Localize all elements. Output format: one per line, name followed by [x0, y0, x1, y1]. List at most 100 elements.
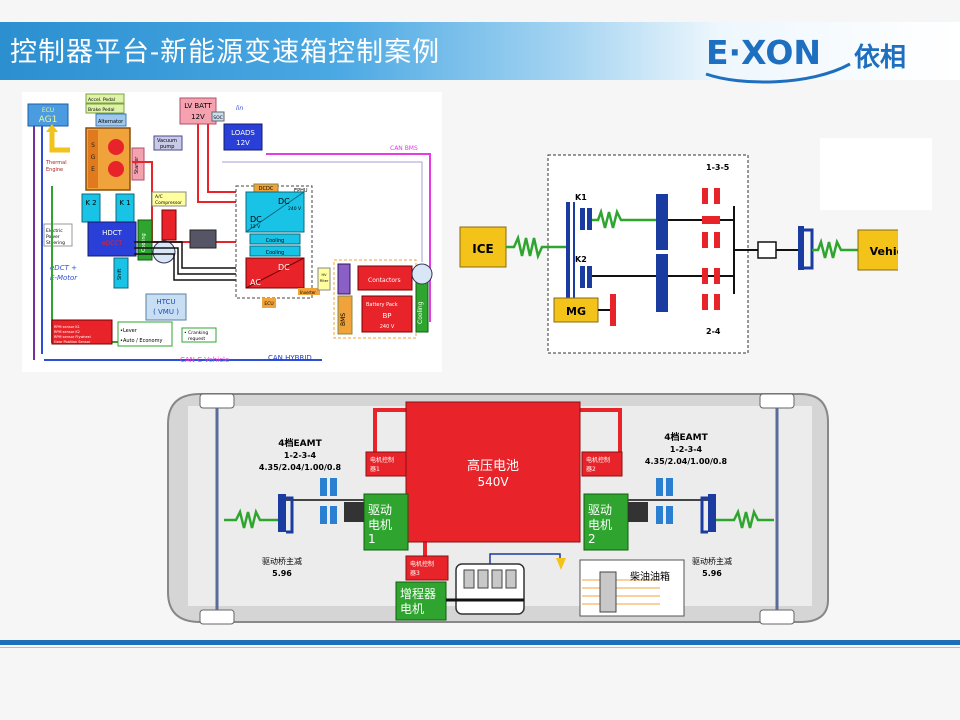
ice-block: ICE — [459, 226, 507, 268]
svg-text:Steering: Steering — [46, 240, 65, 246]
svg-text:Compressor: Compressor — [155, 200, 182, 206]
hv-filter-label: HV — [321, 273, 327, 277]
svg-text:ECU: ECU — [42, 107, 54, 114]
logo-chinese: 依相 — [854, 43, 906, 73]
gears-135-label: 1-3-5 — [706, 163, 730, 172]
ac-compressor-label: A/C — [155, 194, 163, 200]
svg-text:540V: 540V — [477, 475, 509, 489]
svg-text:Vehicle: Vehicle — [870, 245, 898, 258]
svg-text:DCDC: DCDC — [259, 186, 274, 192]
auto-economy-label: •Auto / Economy — [120, 338, 162, 344]
svg-text:EPHU: EPHU — [294, 188, 308, 194]
eamt-right-ratios: 4.35/2.04/1.00/0.8 — [645, 457, 728, 466]
eps-label: Electric — [46, 228, 63, 234]
can-bms-label: CAN BMS — [390, 145, 418, 152]
loads-block: LOADS 12V — [223, 123, 263, 151]
svg-text:ECU: ECU — [264, 301, 273, 307]
starter-label: Starter — [134, 156, 140, 174]
svg-text:增程器: 增程器 — [400, 586, 436, 601]
htcu-block: HTCU ( VMU ) — [145, 293, 187, 321]
svg-text:E-Motor: E-Motor — [50, 274, 78, 282]
svg-text:1: 1 — [368, 532, 376, 546]
svg-text:Cooling: Cooling — [266, 238, 285, 244]
fuel-tank-label: 柴油油箱 — [630, 570, 670, 583]
diesel-fuel-tank: 柴油油箱 — [579, 559, 685, 617]
svg-text:DC: DC — [278, 197, 290, 206]
svg-text:HDCT: HDCT — [102, 229, 123, 237]
svg-text:器1: 器1 — [370, 466, 380, 473]
svg-text:Engine: Engine — [46, 167, 63, 173]
vacuum-pump-label: Vacuum — [157, 138, 177, 144]
k1-label: K1 — [575, 193, 587, 202]
drive-motor-1: 驱动 电机 1 — [363, 493, 409, 551]
can-c-vehicle-label: CAN C Vehicle — [180, 356, 229, 364]
exon-logo: E·XON 依相 — [705, 33, 906, 84]
svg-text:Shift: Shift — [117, 269, 123, 280]
battery-pack: Contactors BMS Battery Pack BP 240 V Coo… — [333, 259, 433, 339]
lv-battery: LV BATT 12V SOC — [179, 97, 225, 125]
svg-text:K 2: K 2 — [85, 199, 96, 207]
svg-text:1-2-3-4: 1-2-3-4 — [284, 451, 317, 460]
svg-text:Cooling: Cooling — [266, 250, 285, 256]
axle-left-label: 驱动桥主减 — [262, 556, 302, 566]
k2-label: K2 — [575, 255, 587, 264]
mg-block: MG — [553, 297, 599, 323]
title-bar — [0, 22, 960, 80]
ecu-ag1-block: ECU AG1 — [27, 103, 69, 127]
hybrid-architecture-diagram: ECU AG1 Accel. Pedal Brake Pedal Alterna… — [22, 92, 442, 372]
svg-text:Contactors: Contactors — [368, 277, 401, 284]
svg-text:电机: 电机 — [400, 602, 424, 616]
ephu-block: DCDC EPHU DC 240 V DC 12 V Cooling Cooli… — [235, 183, 320, 308]
svg-text:request: request — [188, 336, 205, 342]
svg-text:器2: 器2 — [586, 466, 596, 473]
can-hybrid-label: CAN HYBRID — [268, 354, 312, 362]
slide-title: 控制器平台-新能源变速箱控制案例 — [10, 37, 441, 68]
drive-motor-2: 驱动 电机 2 — [583, 493, 629, 551]
svg-text:2: 2 — [588, 532, 596, 546]
svg-text:Gear Position Sensor: Gear Position Sensor — [54, 340, 91, 344]
svg-text:MG: MG — [566, 305, 586, 318]
axle-right-label: 驱动桥主减 — [692, 556, 732, 566]
svg-text:Inverter: Inverter — [300, 290, 316, 295]
svg-text:12V: 12V — [191, 113, 205, 121]
logo-wordmark: E·XON — [706, 33, 821, 72]
svg-text:AC: AC — [250, 278, 261, 287]
svg-text:12 V: 12 V — [250, 224, 261, 230]
edct-block: K 2 K 1 HDCT eDCCT Cooling Shift — [81, 193, 176, 289]
eamt-left-ratios: 4.35/2.04/1.00/0.8 — [259, 463, 342, 472]
footer-rule-thin — [0, 647, 960, 648]
svg-text:5.96: 5.96 — [272, 569, 292, 578]
svg-text:BP: BP — [382, 312, 391, 320]
svg-text:5.96: 5.96 — [702, 569, 722, 578]
range-extender-motor: 增程器 电机 — [395, 581, 447, 621]
thermal-engine-label: Thermal — [45, 160, 67, 166]
svg-text:DC: DC — [250, 215, 262, 224]
powertrain-schematic: ICE K1 K2 MG 1-3-5 2-4 Vehicle — [459, 154, 898, 354]
svg-text:Filter: Filter — [320, 279, 329, 283]
brake-pedal-label: Brake Pedal — [88, 107, 115, 113]
lever-label: •Lever — [120, 328, 138, 334]
svg-text:RPM sensor Flywheel: RPM sensor Flywheel — [54, 335, 91, 339]
svg-text:eDCCT: eDCCT — [102, 240, 123, 247]
motor-controller-1-label: 电机控制 — [370, 456, 394, 464]
svg-text:K 1: K 1 — [119, 199, 130, 207]
svg-text:驱动: 驱动 — [368, 503, 392, 517]
svg-text:LOADS: LOADS — [231, 129, 255, 137]
eamt-right-title: 4档EAMT — [664, 431, 708, 443]
svg-text:pump: pump — [160, 144, 174, 150]
eamt-left-title: 4档EAMT — [278, 437, 322, 449]
cranking-request-label: • Cranking — [184, 330, 208, 336]
svg-text:器3: 器3 — [410, 570, 420, 577]
blank-panel — [820, 138, 932, 210]
svg-text:驱动: 驱动 — [588, 503, 612, 517]
svg-text:LV BATT: LV BATT — [184, 102, 212, 110]
accel-pedal-label: Accel. Pedal — [88, 97, 115, 103]
svg-text:ICE: ICE — [472, 242, 493, 256]
svg-text:AG1: AG1 — [39, 115, 58, 125]
svg-text:DC: DC — [278, 263, 290, 272]
svg-text:E: E — [91, 166, 95, 173]
svg-text:BMS: BMS — [340, 313, 347, 326]
svg-text:高压电池: 高压电池 — [467, 458, 519, 474]
svg-text:( VMU ): ( VMU ) — [153, 308, 179, 316]
svg-text:电机: 电机 — [368, 518, 392, 532]
